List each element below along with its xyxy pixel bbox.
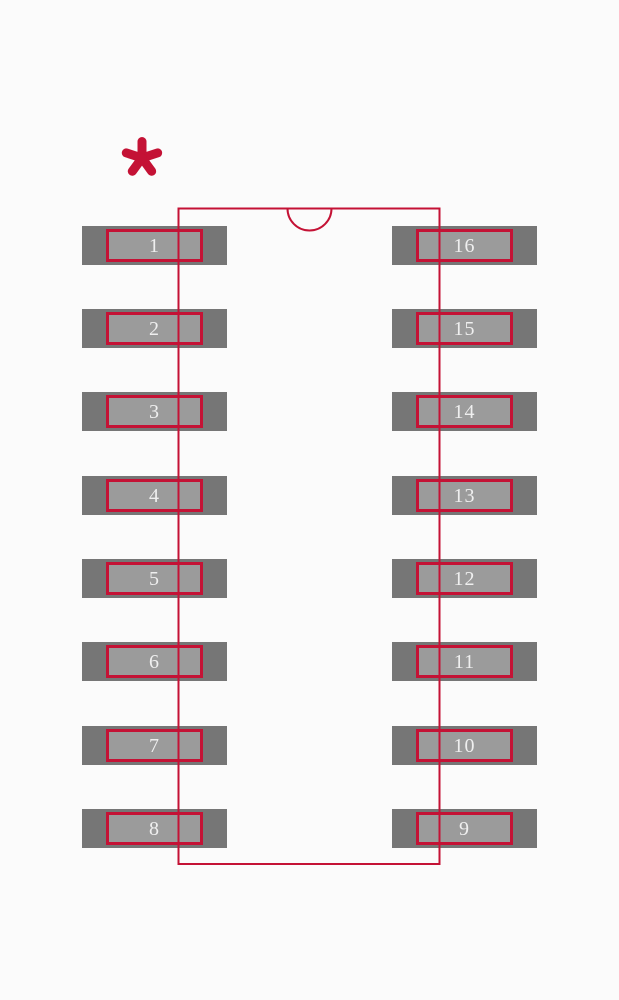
pin-number-8: 8 <box>149 817 160 840</box>
pin-number-11: 11 <box>453 650 476 673</box>
pin-number-13: 13 <box>453 484 476 507</box>
pad-pin-10: 10 <box>392 726 537 765</box>
pin-number-7: 7 <box>149 734 160 757</box>
pad-pin-6-inner: 6 <box>106 645 203 678</box>
pad-pin-13-inner: 13 <box>416 479 513 512</box>
pad-pin-12-inner: 12 <box>416 562 513 595</box>
pad-pin-7: 7 <box>82 726 227 765</box>
pad-pin-2-inner: 2 <box>106 312 203 345</box>
pin-number-1: 1 <box>149 234 160 257</box>
pad-pin-2: 2 <box>82 309 227 348</box>
pin1-index-notch <box>286 208 333 232</box>
pad-pin-3: 3 <box>82 392 227 431</box>
pad-pin-9: 9 <box>392 809 537 848</box>
pin-number-16: 16 <box>453 234 476 257</box>
pad-pin-11-inner: 11 <box>416 645 513 678</box>
pin-number-5: 5 <box>149 567 160 590</box>
component-body-outline <box>177 207 441 865</box>
pin1-asterisk-icon <box>121 137 163 176</box>
pad-pin-6: 6 <box>82 642 227 681</box>
pad-pin-15: 15 <box>392 309 537 348</box>
pin-number-2: 2 <box>149 317 160 340</box>
pad-pin-14-inner: 14 <box>416 395 513 428</box>
pad-pin-1: 1 <box>82 226 227 265</box>
pin-number-6: 6 <box>149 650 160 673</box>
pad-pin-8: 8 <box>82 809 227 848</box>
pad-pin-4: 4 <box>82 476 227 515</box>
pad-pin-3-inner: 3 <box>106 395 203 428</box>
pad-pin-14: 14 <box>392 392 537 431</box>
pad-pin-8-inner: 8 <box>106 812 203 845</box>
pad-pin-4-inner: 4 <box>106 479 203 512</box>
pin-number-9: 9 <box>459 817 470 840</box>
pad-pin-13: 13 <box>392 476 537 515</box>
pad-pin-15-inner: 15 <box>416 312 513 345</box>
pad-pin-5-inner: 5 <box>106 562 203 595</box>
pad-pin-5: 5 <box>82 559 227 598</box>
pin-number-3: 3 <box>149 400 160 423</box>
pin-number-4: 4 <box>149 484 160 507</box>
pin-number-10: 10 <box>453 734 476 757</box>
pad-pin-11: 11 <box>392 642 537 681</box>
pin-number-15: 15 <box>453 317 476 340</box>
pad-pin-7-inner: 7 <box>106 729 203 762</box>
pin-number-14: 14 <box>453 400 476 423</box>
pad-pin-1-inner: 1 <box>106 229 203 262</box>
pad-pin-9-inner: 9 <box>416 812 513 845</box>
pad-pin-16-inner: 16 <box>416 229 513 262</box>
pin-number-12: 12 <box>453 567 476 590</box>
pad-pin-12: 12 <box>392 559 537 598</box>
pad-pin-10-inner: 10 <box>416 729 513 762</box>
pad-pin-16: 16 <box>392 226 537 265</box>
